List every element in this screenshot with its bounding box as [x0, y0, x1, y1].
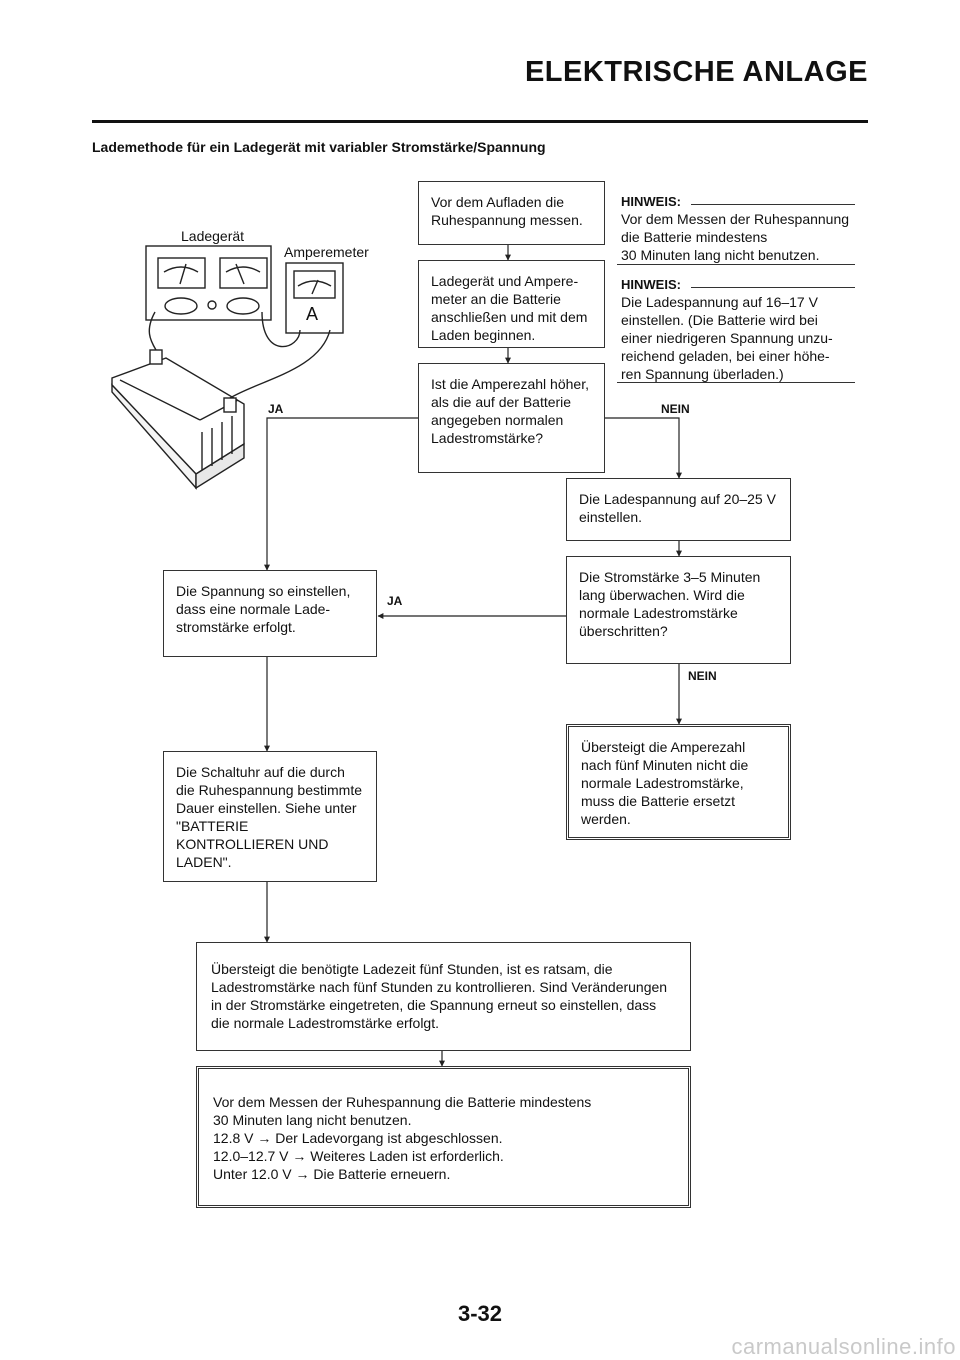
note-line: reichend geladen, bei einer höhe-	[621, 348, 830, 364]
arrow-no1	[604, 417, 682, 479]
step-connect-charger: Ladegerät und Ampere-meter an die Batter…	[418, 260, 605, 348]
ammeter-label: Amperemeter	[284, 244, 369, 260]
note-2-bottom-rule	[617, 382, 855, 383]
battery-icon	[111, 349, 245, 490]
step-measure-voltage: Vor dem Aufladen die Ruhespannung messen…	[418, 181, 605, 245]
charger-label: Ladegerät	[181, 228, 245, 244]
note-2-title-rule	[691, 287, 855, 288]
question-amperage-higher: Ist die Amperezahl höher, als die auf de…	[418, 363, 605, 473]
step-adjust-voltage: Die Spannung so einstellen, dass eine no…	[163, 570, 377, 657]
page-title: ELEKTRISCHE ANLAGE	[524, 56, 868, 88]
label-no-2: NEIN	[688, 669, 717, 683]
note-1-title: HINWEIS:	[621, 194, 681, 209]
note-line: ren Spannung überladen.)	[621, 366, 784, 382]
final-line: Unter 12.0 V → Die Batterie erneuern.	[213, 1166, 451, 1182]
step-set-timer: Die Schaltuhr auf die durch die Ruhespan…	[163, 751, 377, 882]
watermark-url: carmanualsonline.info	[731, 1334, 956, 1359]
note-line: Die Ladespannung auf 16–17 V	[621, 294, 818, 310]
note-line: einstellen. (Die Batterie wird bei	[621, 312, 818, 328]
final-check: Vor dem Messen der Ruhespannung die Batt…	[196, 1066, 691, 1208]
note-line: einer niedrigeren Spannung unzu-	[621, 330, 833, 346]
header-divider	[92, 120, 868, 123]
ammeter-icon	[285, 262, 344, 334]
note-line: Vor dem Messen der Ruhespannung	[621, 211, 850, 227]
note-1-text: Vor dem Messen der Ruhespannung die Batt…	[621, 210, 849, 264]
step-replace-battery: Übersteigt die Amperezahl nach fünf Minu…	[566, 724, 791, 840]
section-title: Lademethode für ein Ladegerät mit variab…	[92, 139, 546, 155]
label-yes-1: JA	[268, 402, 284, 416]
step-five-hours: Übersteigt die benötigte Ladezeit fünf S…	[196, 942, 691, 1051]
note-line: 30 Minuten lang nicht benutzen.	[621, 247, 820, 263]
page-number: 3-32	[457, 1301, 503, 1326]
arrow-yes1	[264, 417, 418, 571]
label-yes-2: JA	[387, 594, 403, 608]
note-1-title-rule	[691, 204, 855, 205]
final-line: Vor dem Messen der Ruhespannung die Batt…	[213, 1094, 592, 1110]
ammeter-symbol: A	[306, 304, 319, 324]
note-1-bottom-rule	[617, 264, 855, 265]
final-line: 12.0–12.7 V → Weiteres Laden ist erforde…	[213, 1148, 504, 1164]
question-monitor-current: Die Stromstärke 3–5 Minuten lang überwac…	[566, 556, 791, 664]
label-no-1: NEIN	[661, 402, 690, 416]
cables	[148, 311, 331, 399]
step-set-voltage-high: Die Ladespannung auf 20–25 V einstellen.	[566, 478, 791, 541]
charger-icon	[145, 245, 272, 321]
note-2-title: HINWEIS:	[621, 277, 681, 292]
final-line: 12.8 V → Der Ladevorgang ist abgeschloss…	[213, 1130, 503, 1146]
note-2-text: Die Ladespannung auf 16–17 V einstellen.…	[621, 293, 833, 383]
note-line: die Batterie mindestens	[621, 229, 768, 245]
final-line: 30 Minuten lang nicht benutzen.	[213, 1112, 412, 1128]
